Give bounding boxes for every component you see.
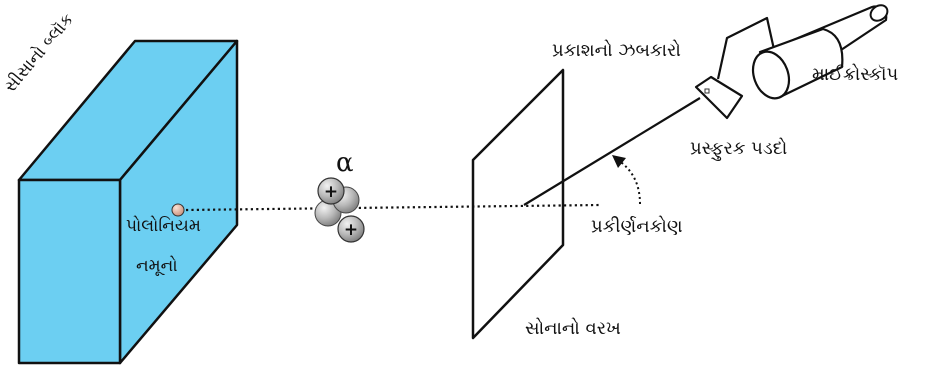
polonium-sample-label-line2: નમૂનો: [136, 256, 178, 276]
screen-flash-dot: [704, 88, 710, 94]
alpha-symbol: α: [336, 148, 354, 178]
alpha-particle: + +: [314, 177, 365, 243]
fluorescent-screen: [694, 75, 744, 120]
microscope-bracket: [716, 16, 777, 80]
scattering-angle-arrowhead: [612, 155, 626, 168]
microscope-label: માઈક્રોસ્કૉપ: [812, 64, 899, 85]
microscope-lens: [751, 50, 791, 100]
gold-foil-label: સોનાનો વરખ: [525, 318, 621, 339]
alpha-proton: [317, 177, 345, 205]
proton-sign: +: [324, 182, 338, 202]
alpha-proton: [337, 215, 365, 243]
flash-of-light-label: પ્રકાશનો ઝબકારો: [552, 40, 681, 61]
scattering-angle-label: પ્રકીર્ણનકોણ: [591, 216, 683, 237]
scattered-ray: [523, 97, 701, 206]
lead-block: [17, 39, 239, 365]
lead-block-front: [17, 178, 122, 365]
microscope: [751, 4, 889, 100]
fluorescent-screen-label: પ્રસ્ફુરક પડદો: [690, 138, 788, 159]
alpha-beam-line: [185, 203, 601, 212]
proton-sign: +: [344, 220, 358, 240]
microscope-tube-end: [869, 4, 889, 22]
scattering-angle-arc: [617, 159, 641, 205]
polonium-sample-label: પોલોનિયમ: [126, 216, 201, 236]
polonium-source: [171, 203, 185, 217]
gold-foil: [471, 68, 565, 340]
